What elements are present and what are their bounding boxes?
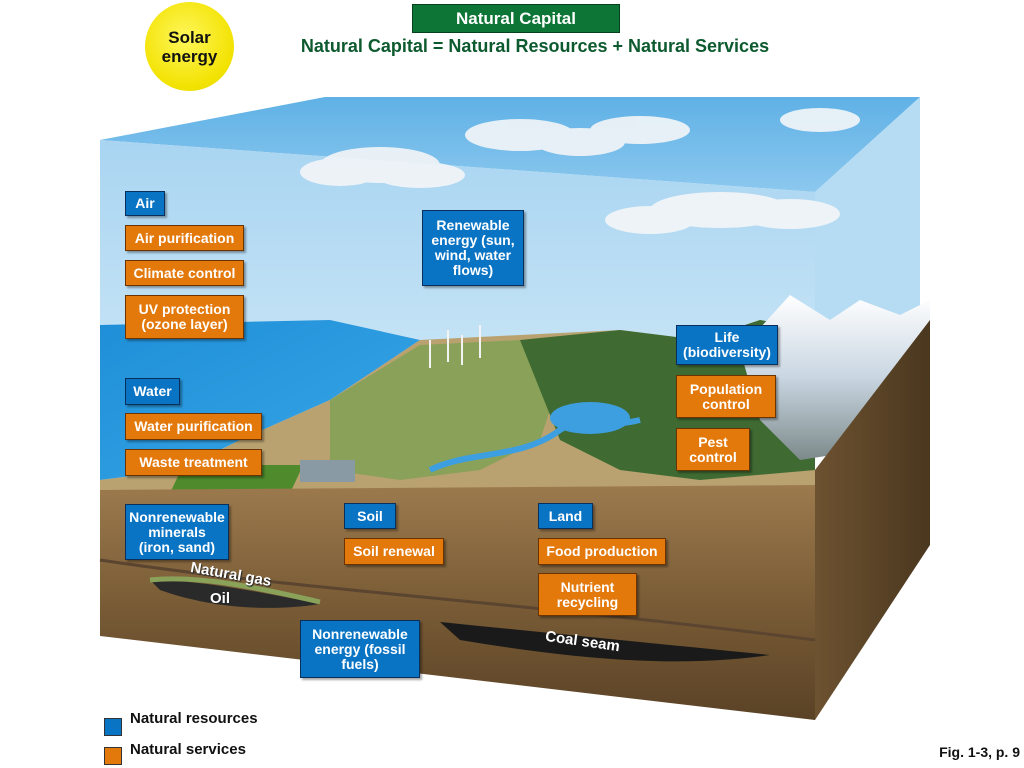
service-water-purification: Water purification	[125, 413, 262, 440]
service-food-production: Food production	[538, 538, 666, 565]
service-waste-treatment: Waste treatment	[125, 449, 262, 476]
legend-resources-label: Natural resources	[130, 710, 258, 727]
clouds	[300, 108, 860, 234]
treatment-plant	[300, 460, 355, 482]
legend-services-label: Natural services	[130, 741, 246, 758]
legend-resources-swatch	[104, 718, 122, 736]
service-air-purification: Air purification	[125, 225, 244, 251]
label-oil: Oil	[210, 590, 231, 607]
resource-renewable-energy: Renewable energy (sun, wind, water flows…	[422, 210, 524, 286]
river	[428, 417, 641, 473]
service-population-control: Population control	[676, 375, 776, 418]
figure-reference: Fig. 1-3, p. 9	[939, 744, 1020, 760]
resource-air: Air	[125, 191, 165, 216]
resource-life: Life (biodiversity)	[676, 325, 778, 365]
service-nutrient-recycling: Nutrient recycling	[538, 573, 637, 616]
soil-side-face	[815, 320, 930, 720]
legend-services-swatch	[104, 747, 122, 765]
resource-minerals: Nonrenewable minerals (iron, sand)	[125, 504, 229, 560]
resource-soil: Soil	[344, 503, 396, 529]
service-climate-control: Climate control	[125, 260, 244, 286]
service-pest-control: Pest control	[676, 428, 750, 471]
resource-fossil-energy: Nonrenewable energy (fossil fuels)	[300, 620, 420, 678]
service-uv-protection: UV protection (ozone layer)	[125, 295, 244, 339]
wind-turbines	[429, 325, 481, 368]
coal-seam-band	[440, 622, 770, 662]
grassland	[330, 340, 560, 480]
gas-oil-pocket	[150, 580, 320, 608]
service-soil-renewal: Soil renewal	[344, 538, 444, 565]
gas-pocket-cap	[149, 576, 321, 605]
diagram-subtitle: Natural Capital = Natural Resources + Na…	[300, 36, 770, 56]
ocean	[100, 320, 420, 480]
rock-stratum	[99, 558, 816, 642]
diagram-title: Natural Capital	[412, 4, 620, 33]
resource-land: Land	[538, 503, 593, 529]
resource-water: Water	[125, 378, 180, 405]
